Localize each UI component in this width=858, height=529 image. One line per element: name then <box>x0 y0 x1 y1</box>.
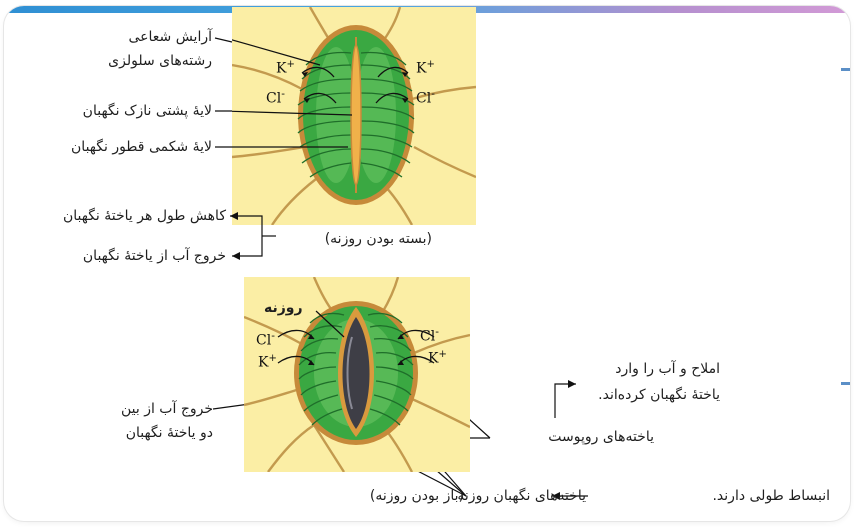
elongation-label: انبساط طولی دارند. <box>712 485 830 507</box>
pore-label: روزنه <box>264 297 303 319</box>
chloride-ion-left: Cl- <box>256 329 275 349</box>
salts-water-label-2: یاختهٔ نگهبان کرده‌اند. <box>598 384 720 406</box>
water-exit-guard-label: خروج آب از یاختهٔ نگهبان <box>83 245 226 267</box>
potassium-ion-right: K+ <box>428 349 447 367</box>
open-stoma-caption: (باز بودن روزنه) <box>370 485 464 507</box>
length-decrease-label: کاهش طول هر یاختهٔ نگهبان <box>63 205 226 227</box>
guard-cells-label: یاخته‌های نگهبان روزنه <box>457 485 586 507</box>
cellulose-fibers-label: رشته‌های سلولزی <box>108 50 212 72</box>
radial-arrangement-label: آرایش شعاعی <box>128 26 212 48</box>
closed-stoma-caption: (بسته بودن روزنه) <box>325 228 432 250</box>
open-stoma-panel: Cl- Cl- K+ K+ روزنه <box>244 277 470 472</box>
water-exit-between-label-1: خروج آب از بین <box>121 398 213 420</box>
potassium-ion-left: K+ <box>258 353 277 371</box>
thick-belly-layer-label: لایهٔ شکمی قطور نگهبان <box>71 136 212 158</box>
epidermal-cells-label: یاخته‌های روپوست <box>548 426 654 448</box>
open-guard-cells <box>294 301 418 445</box>
chloride-ion-right: Cl- <box>420 325 439 345</box>
water-exit-between-label-2: دو یاختهٔ نگهبان <box>126 422 213 444</box>
thin-back-layer-label: لایهٔ پشتی نازک نگهبان <box>83 100 212 122</box>
salts-water-label-1: املاح و آب را وارد <box>615 358 720 380</box>
